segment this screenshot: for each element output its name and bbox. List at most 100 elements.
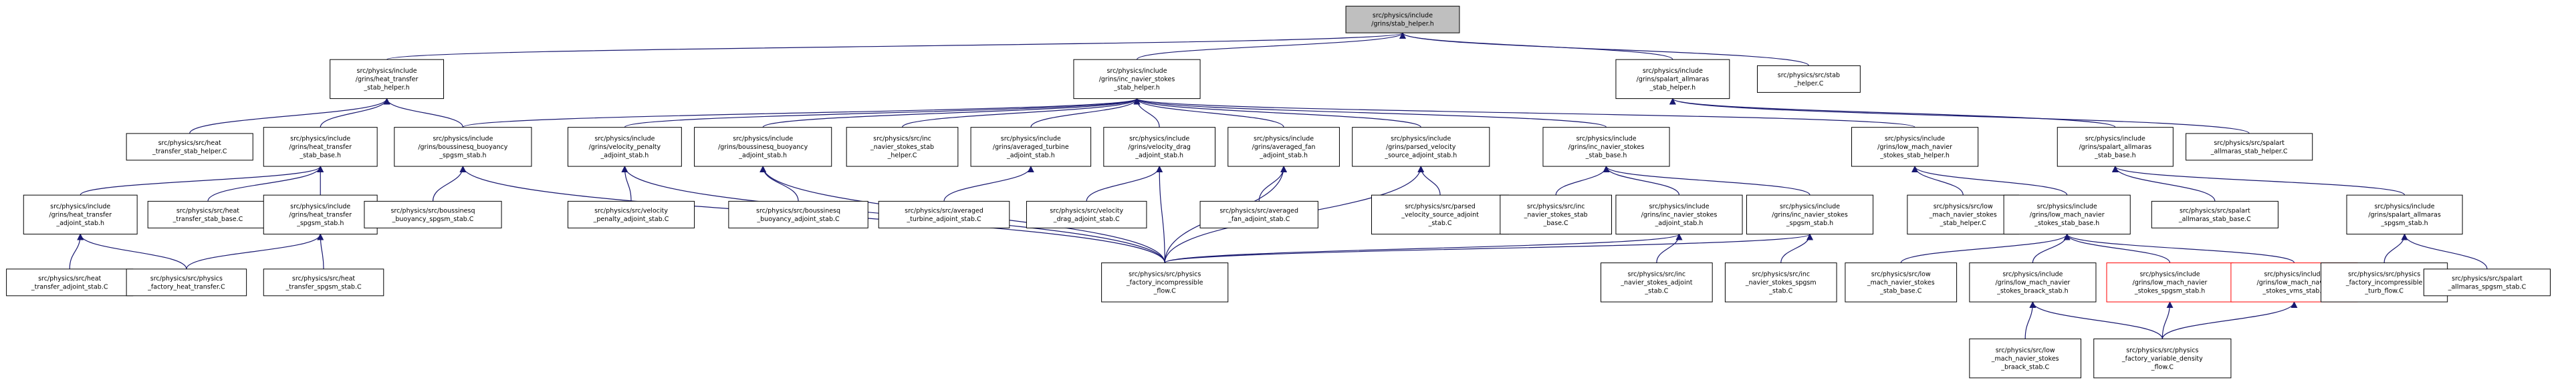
file-node-velocity-penalty-adjoint-stab-h[interactable]: src/physics/include/grins/velocity_penal…: [567, 127, 682, 167]
file-node-physics-factory-heat-transfer-C[interactable]: src/physics/src/physics_factory_heat_tra…: [126, 268, 247, 297]
file-node-spalart-allmaras-spgsm-stab-h[interactable]: src/physics/include/grins/spalart_allmar…: [2346, 194, 2463, 235]
file-node-velocity-penalty-adjoint-stab-C[interactable]: src/physics/src/velocity_penalty_adjoint…: [567, 200, 695, 228]
file-node-inc-navier-stokes-spgsm-stab-h[interactable]: src/physics/include/grins/inc_navier_sto…: [1746, 194, 1874, 235]
node-label-line: _spgsm_stab.h: [2380, 220, 2428, 227]
file-node-heat-transfer-stab-base-h[interactable]: src/physics/include/grins/heat_transfer_…: [263, 127, 378, 167]
node-label-line: src/physics/src/heat: [38, 275, 101, 282]
file-node-averaged-turbine-adjoint-stab-C[interactable]: src/physics/src/averaged_turbine_adjoint…: [878, 200, 1010, 228]
node-label-line: _allmaras_spgsm_stab.C: [2448, 283, 2527, 291]
node-label-line: /grins/heat_transfer: [289, 212, 352, 219]
file-node-velocity-drag-adjoint-stab-C[interactable]: src/physics/src/velocity_drag_adjoint_st…: [1026, 200, 1147, 228]
node-box: [1969, 262, 2097, 303]
node-label-line: /grins/inc_navier_stokes: [1772, 212, 1848, 219]
file-node-physics-factory-variable-density-flow-C[interactable]: src/physics/src/physics_factory_variable…: [2093, 338, 2232, 379]
node-label-line: /grins/averaged_fan: [1252, 144, 1316, 151]
file-node-heat-transfer-stab-helper-h[interactable]: src/physics/include/grins/heat_transfer_…: [330, 59, 445, 100]
node-box: [263, 268, 384, 297]
file-node-inc-navier-stokes-adjoint-stab-C[interactable]: src/physics/src/inc_navier_stokes_adjoin…: [1601, 262, 1713, 303]
file-node-physics-factory-incompressible-flow-C[interactable]: src/physics/src/physics_factory_incompre…: [1101, 262, 1229, 303]
node-label-line: /grins/velocity_penalty: [589, 144, 661, 151]
file-node-heat-transfer-spgsm-stab-h[interactable]: src/physics/include/grins/heat_transfer_…: [263, 194, 378, 235]
file-node-inc-navier-stokes-stab-helper-C[interactable]: src/physics/src/inc_navier_stokes_stab_h…: [846, 127, 959, 167]
node-label-line: src/physics/include: [1643, 67, 1703, 75]
node-label-line: src/physics/include: [1254, 136, 1314, 143]
file-node-parsed-velocity-source-adjoint-stab-C[interactable]: src/physics/src/parsed_velocity_source_a…: [1371, 194, 1510, 235]
file-node-inc-navier-stokes-stab-base-C[interactable]: src/physics/src/inc_navier_stokes_stab_b…: [1500, 194, 1613, 235]
file-node-boussinesq-buoyancy-spgsm-stab-h[interactable]: src/physics/include/grins/boussinesq_buo…: [394, 127, 532, 167]
dependency-edge: [189, 98, 390, 134]
node-label-line: _stokes_braack_stab.h: [1996, 288, 2069, 295]
file-node-heat-transfer-adjoint-stab-h[interactable]: src/physics/include/grins/heat_transfer_…: [23, 194, 138, 235]
file-node-boussinesq-buoyancy-adjoint-stab-h[interactable]: src/physics/include/grins/boussinesq_buo…: [694, 127, 832, 167]
node-label-line: _allmaras_stab_base.C: [2178, 216, 2251, 223]
node-label-line: src/physics/src/boussinesq: [390, 207, 475, 214]
file-node-inc-navier-stokes-spgsm-stab-C[interactable]: src/physics/src/inc_navier_stokes_spgsm_…: [1724, 262, 1837, 303]
node-label-line: _navier_stokes_adjoint: [1620, 279, 1693, 286]
file-node-spalart-allmaras-stab-base-h[interactable]: src/physics/include/grins/spalart_allmar…: [2057, 127, 2174, 167]
node-box: [1352, 127, 1490, 167]
file-node-boussinesq-buoyancy-adjoint-stab-C[interactable]: src/physics/src/boussinesq_buoyancy_adjo…: [728, 200, 868, 228]
file-node-heat-transfer-stab-base-C[interactable]: src/physics/src/heat_transfer_stab_base.…: [147, 200, 269, 228]
file-node-inc-navier-stokes-stab-base-h[interactable]: src/physics/include/grins/inc_navier_sto…: [1542, 127, 1670, 167]
file-node-boussinesq-buoyancy-spgsm-stab-C[interactable]: src/physics/src/boussinesq_buoyancy_spgs…: [364, 200, 502, 228]
node-box: [1615, 59, 1730, 100]
node-box: [1026, 200, 1147, 228]
file-node-low-mach-navier-stokes-stab-base-h[interactable]: src/physics/include/grins/low_mach_navie…: [2003, 194, 2131, 235]
node-box: [1601, 262, 1713, 303]
node-label-line: src/physics/src/averaged: [1219, 207, 1298, 214]
node-box: [263, 127, 378, 167]
node-label-line: _helper.C: [1794, 80, 1824, 87]
file-node-low-mach-navier-stokes-stab-base-C[interactable]: src/physics/src/low_mach_navier_stokes_s…: [1845, 262, 1958, 303]
file-node-spalart-allmaras-stab-helper-C[interactable]: src/physics/src/spalart_allmaras_stab_he…: [2186, 133, 2313, 161]
file-node-inc-navier-stokes-adjoint-stab-h[interactable]: src/physics/include/grins/inc_navier_sto…: [1615, 194, 1743, 235]
node-box: [330, 59, 445, 100]
node-label-line: _fan_adjoint_stab.C: [1227, 216, 1290, 223]
node-label-line: _transfer_spgsm_stab.C: [285, 283, 362, 291]
node-box: [2003, 194, 2131, 235]
file-node-averaged-turbine-adjoint-stab-h[interactable]: src/physics/include/grins/averaged_turbi…: [970, 127, 1092, 167]
node-label-line: /grins/inc_navier_stokes: [1099, 76, 1175, 83]
file-node-spalart-allmaras-spgsm-stab-C[interactable]: src/physics/src/spalart_allmaras_spgsm_s…: [2423, 268, 2551, 297]
node-box: [1851, 127, 1979, 167]
file-node-heat-transfer-adjoint-stab-C[interactable]: src/physics/src/heat_transfer_adjoint_st…: [6, 268, 134, 297]
file-node-spalart-allmaras-stab-base-C[interactable]: src/physics/src/spalart_allmaras_stab_ba…: [2151, 200, 2278, 228]
file-node-low-mach-navier-stokes-braack-stab-h[interactable]: src/physics/include/grins/low_mach_navie…: [1969, 262, 2097, 303]
node-label-line: _transfer_stab_base.C: [172, 216, 243, 223]
file-node-heat-transfer-stab-helper-C[interactable]: src/physics/src/heat_transfer_stab_helpe…: [126, 133, 253, 161]
file-node-averaged-fan-adjoint-stab-h[interactable]: src/physics/include/grins/averaged_fan_a…: [1227, 127, 1340, 167]
node-label-line: /grins/parsed_velocity: [1386, 144, 1456, 151]
dependency-edge: [386, 32, 1406, 60]
node-label-line: src/physics/src/boussinesq: [756, 207, 840, 214]
file-node-stab-helper-C[interactable]: src/physics/src/stab_helper.C: [1757, 65, 1861, 93]
file-node-heat-transfer-spgsm-stab-C[interactable]: src/physics/src/heat_transfer_spgsm_stab…: [263, 268, 384, 297]
file-node-low-mach-navier-stokes-stab-helper-C[interactable]: src/physics/src/low_mach_navier_stokes_s…: [1907, 194, 2020, 235]
dependency-edge: [432, 166, 467, 202]
node-label-line: /grins/low_mach_navier: [2133, 279, 2208, 286]
dependency-edge: [624, 98, 1141, 128]
node-label-line: src/physics/src/velocity: [1050, 207, 1123, 214]
node-label-line: _stab.C: [1644, 288, 1668, 295]
file-node-stab-helper-h[interactable]: src/physics/include/grins/stab_helper.h: [1345, 5, 1460, 33]
dependency-edge: [1399, 32, 1810, 66]
node-label-line: _stab_helper.h: [1649, 84, 1695, 91]
file-node-spalart-allmaras-stab-helper-h[interactable]: src/physics/include/grins/spalart_allmar…: [1615, 59, 1730, 100]
node-box: [2346, 194, 2463, 235]
dependency-edge: [1164, 233, 1683, 264]
node-label-line: _stab.C: [1768, 288, 1792, 295]
node-label-line: _adjoint_stab.h: [1259, 152, 1308, 160]
node-box: [2093, 338, 2232, 379]
file-node-velocity-drag-adjoint-stab-h[interactable]: src/physics/include/grins/velocity_drag_…: [1103, 127, 1216, 167]
node-box: [2151, 200, 2278, 228]
node-label-line: src/physics/include: [1129, 136, 1189, 143]
file-node-parsed-velocity-source-adjoint-stab-h[interactable]: src/physics/include/grins/parsed_velocit…: [1352, 127, 1490, 167]
file-node-inc-navier-stokes-stab-helper-h[interactable]: src/physics/include/grins/inc_navier_sto…: [1073, 59, 1201, 100]
dependency-edge: [2111, 166, 2216, 202]
node-label-line: src/physics/src/parsed: [1405, 203, 1475, 210]
node-box: [394, 127, 532, 167]
file-node-averaged-fan-adjoint-stab-C[interactable]: src/physics/src/averaged _fan_adjoint_sta…: [1199, 200, 1318, 228]
file-node-low-mach-navier-stokes-braack-stab-C[interactable]: src/physics/src/low_mach_navier_stokes_b…: [1969, 338, 2082, 379]
node-label-line: src/physics/include: [290, 136, 350, 143]
file-node-low-mach-navier-stokes-spgsm-stab-h[interactable]: src/physics/include/grins/low_mach_navie…: [2106, 262, 2234, 303]
file-node-low-mach-navier-stokes-stab-helper-h[interactable]: src/physics/include/grins/low_mach_navie…: [1851, 127, 1979, 167]
node-box: [728, 200, 868, 228]
